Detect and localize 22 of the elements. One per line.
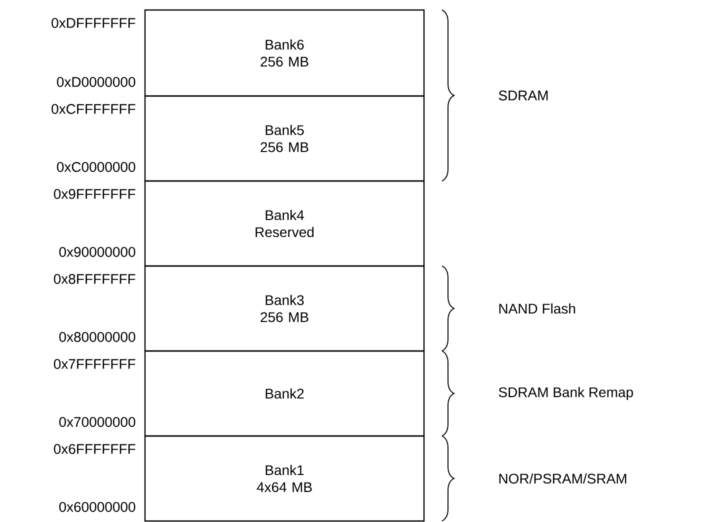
address-label: 0x9FFFFFFF xyxy=(54,189,136,199)
memory-type-label: SDRAM Bank Remap xyxy=(498,386,633,400)
address-label: 0x8FFFFFFF xyxy=(54,274,136,284)
bank-box: Bank3 256 MB xyxy=(144,265,425,352)
memory-type-label: SDRAM xyxy=(498,90,548,100)
address-label: 0x60000000 xyxy=(59,502,136,512)
bank-box: Bank6 256 MB xyxy=(144,9,425,97)
address-label: 0xCFFFFFFF xyxy=(52,104,136,114)
address-label: 0x6FFFFFFF xyxy=(54,444,136,454)
address-label: 0x80000000 xyxy=(59,332,136,342)
bank-box: Bank2 xyxy=(144,350,425,437)
bank-box: Bank4 Reserved xyxy=(144,180,425,267)
address-label: 0x7FFFFFFF xyxy=(54,359,136,369)
address-label: 0x90000000 xyxy=(59,247,136,257)
address-label: 0xDFFFFFFF xyxy=(52,18,136,28)
address-label: 0x70000000 xyxy=(59,417,136,427)
bank-box: Bank5 256 MB xyxy=(144,95,425,182)
memory-type-label: NAND Flash xyxy=(499,303,576,314)
address-label: 0xD0000000 xyxy=(56,77,136,87)
memory-type-label: NOR/PSRAM/SRAM xyxy=(499,473,626,484)
bank-box: Bank1 4x64 MB xyxy=(144,435,425,522)
address-label: 0xC0000000 xyxy=(56,162,136,172)
